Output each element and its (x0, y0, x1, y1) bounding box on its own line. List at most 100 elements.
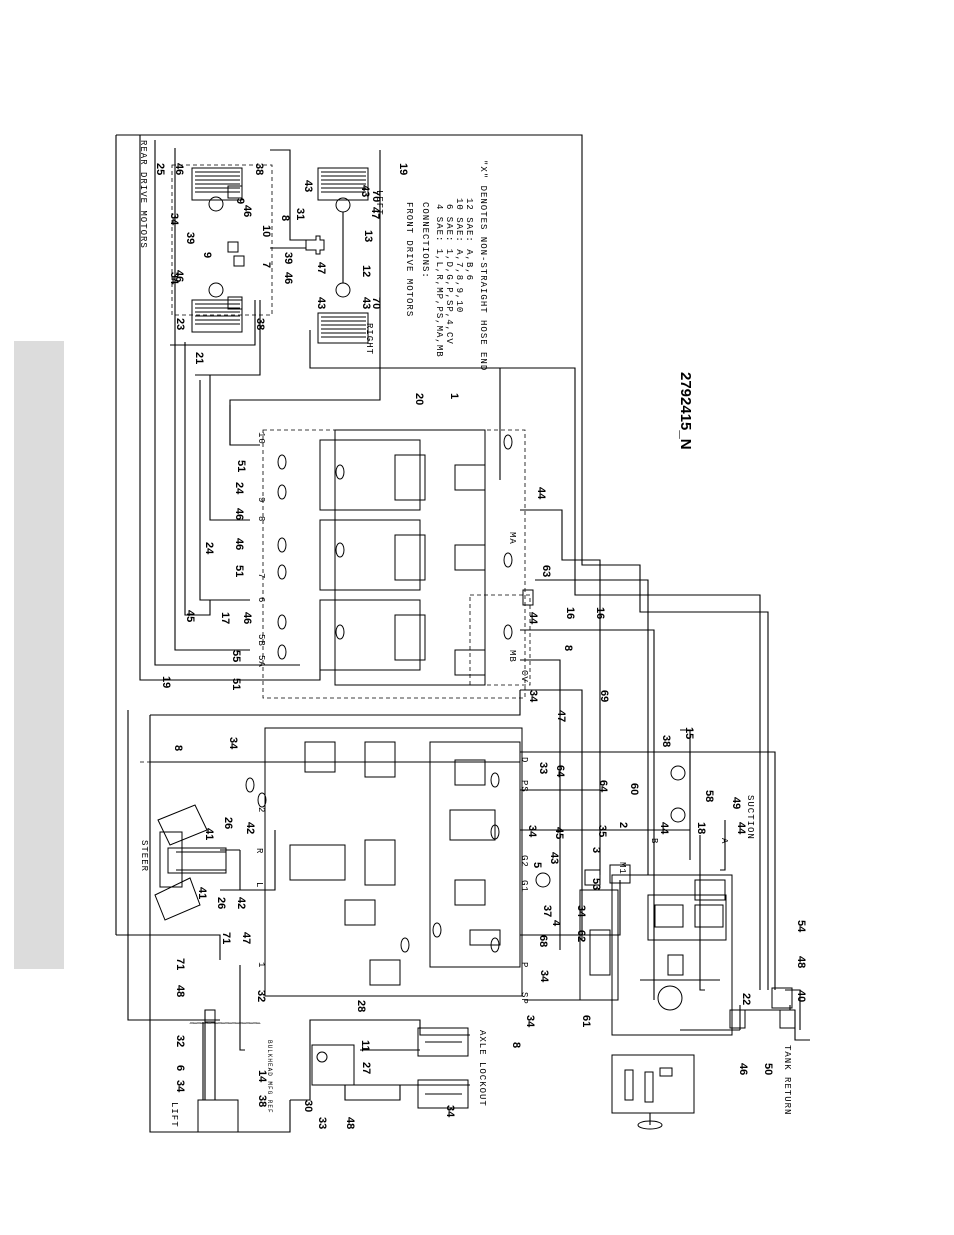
callout: 8 (279, 215, 291, 221)
connections-line-3: 10 SAE: A,7,8,9,10 (454, 198, 464, 313)
callout: 8 (510, 1042, 522, 1048)
left-label: LEFT (374, 190, 384, 216)
callout: 47 (315, 262, 327, 274)
port-label: L (254, 882, 264, 888)
callout: 38 (256, 1095, 268, 1107)
callout: 39 (282, 252, 294, 264)
callout: 46 (737, 1063, 749, 1075)
callout: 28 (355, 1000, 367, 1012)
callout: 47 (240, 932, 252, 944)
callout: 14 (256, 1070, 268, 1083)
callout: 44 (535, 487, 547, 500)
callout: 38 (660, 735, 672, 747)
callout: 46 (173, 163, 185, 175)
port-label: M1 (617, 862, 627, 875)
rear-drive-motors (171, 164, 273, 333)
callout: 3 (590, 847, 602, 853)
callout: 38 (253, 163, 265, 175)
callout: 46 (282, 272, 294, 284)
port-labels: 10 9 8 7 6 5A 5B MA MB CV PS G2 G1 SP P … (254, 432, 729, 1005)
front-drive-motors-title: FRONT DRIVE MOTORS (404, 202, 414, 317)
callout: 11 (359, 1040, 371, 1052)
callout: 9 (234, 198, 246, 204)
callout: 46 (233, 538, 245, 550)
port-label: 10 (256, 432, 266, 445)
callout: 22 (740, 993, 752, 1005)
callout: 12 (360, 265, 372, 277)
port-label: PS (519, 780, 529, 793)
drawing-number: 2792415_N (677, 372, 694, 450)
callout: 34 (524, 1015, 536, 1028)
callout: 70 (370, 297, 382, 309)
port-label: 2 (256, 807, 266, 813)
bulkhead-label: BULKHEAD MFG REF (266, 1040, 273, 1114)
callout: 27 (360, 1062, 372, 1074)
callout: 21 (193, 352, 205, 364)
port-label: CV (519, 670, 529, 683)
callout: 24 (233, 482, 245, 495)
callout: 53 (590, 878, 602, 890)
callout: 10 (260, 225, 272, 237)
callout: 34 (174, 1080, 186, 1093)
suction-label: SUCTION (745, 795, 755, 840)
callout: 25 (154, 163, 166, 175)
steer-label: STEER (139, 840, 149, 872)
connections-line-2: 6 SAE: 1,D,G,P,SP,4,CV (444, 204, 454, 345)
callout-numbers: 25 46 38 34 9 46 10 39 9 39 7 34 46 46 2… (154, 163, 807, 1129)
callout: 18 (695, 822, 707, 834)
port-label: 9 (256, 497, 266, 503)
drive-valve-manifold (262, 429, 534, 699)
callout: 34 (526, 825, 538, 838)
pump-assembly (535, 765, 733, 1036)
callout: 26 (222, 817, 234, 829)
callout: 15 (683, 727, 695, 739)
port-label: SP (519, 992, 529, 1005)
callout: 33 (316, 1117, 328, 1129)
page-margin-tab (14, 341, 64, 969)
port-label: G1 (519, 880, 529, 893)
callout: 45 (553, 827, 565, 839)
callout: 64 (597, 780, 609, 793)
callout: 62 (575, 930, 587, 942)
callout: 46 (241, 205, 253, 217)
connections-line-1: 4 SAE: 1,L,R,MP,PS,MA,MB (434, 204, 444, 358)
callout: 2 (617, 822, 629, 828)
callout: 68 (537, 935, 549, 947)
callout: 44 (658, 822, 670, 835)
tank-return-label: TANK RETURN (782, 1045, 792, 1115)
callout: 71 (220, 932, 232, 944)
callout: 58 (703, 790, 715, 802)
callout: 48 (344, 1117, 356, 1129)
port-label: G2 (519, 855, 529, 868)
callout: 5 (531, 862, 543, 868)
callout: 17 (219, 612, 231, 624)
callout: 16 (594, 607, 606, 619)
callout: 34 (527, 690, 539, 703)
callout: 16 (564, 607, 576, 619)
front-drive-motors (270, 167, 369, 344)
callout: 51 (233, 565, 245, 577)
callout: 44 (527, 612, 539, 625)
callout: 46 (233, 508, 245, 520)
callout: 4 (550, 920, 562, 927)
steer-cylinder (154, 804, 227, 921)
callout: 45 (184, 610, 196, 622)
port-label: 6 (256, 597, 266, 603)
callout: 32 (174, 1035, 186, 1047)
callout: 49 (730, 797, 742, 809)
callout: 50 (762, 1063, 774, 1075)
axle-lockout (311, 1027, 469, 1109)
callout: 44 (735, 822, 747, 835)
port-label: MA (507, 532, 517, 545)
callout: 55 (230, 650, 242, 662)
callout: 43 (359, 185, 371, 197)
callout: 34 (444, 1105, 456, 1118)
callout: 34 (538, 970, 550, 983)
port-label: A (719, 838, 729, 844)
callout: 23 (174, 318, 186, 330)
callout: 41 (196, 887, 208, 899)
callout: 38 (254, 318, 266, 330)
callout: 1 (448, 393, 460, 399)
callout: 43 (315, 297, 327, 309)
